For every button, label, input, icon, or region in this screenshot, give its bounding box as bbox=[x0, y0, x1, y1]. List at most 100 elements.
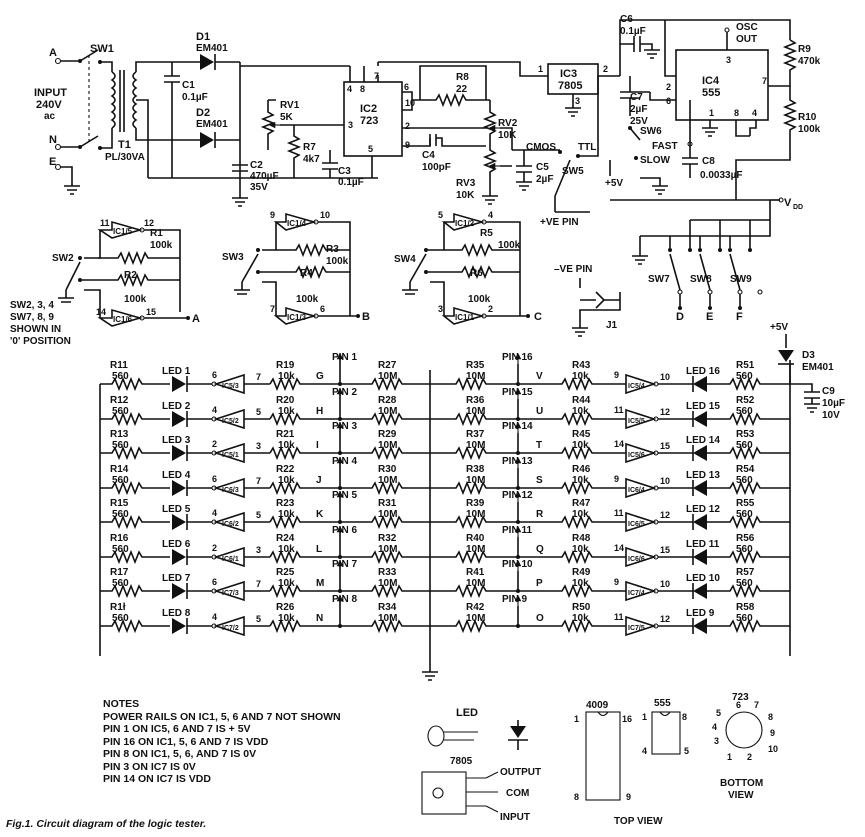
svg-text:7: 7 bbox=[762, 76, 767, 86]
resistor-wire bbox=[100, 514, 170, 530]
pin-number: 12 bbox=[660, 614, 670, 624]
inverter-symbol bbox=[625, 511, 657, 533]
resistor-value: 10M bbox=[466, 371, 485, 382]
ic-label: IC5/6 bbox=[628, 452, 645, 459]
resistor-value: 10k bbox=[278, 613, 295, 624]
resistor-value: 560 bbox=[736, 578, 753, 589]
resistor-label: R11 bbox=[110, 360, 128, 371]
sw2-label: SW2 bbox=[52, 253, 74, 264]
r1-label: R1 bbox=[150, 228, 163, 239]
pin-number: 12 bbox=[660, 407, 670, 417]
ic3-value: 7805 bbox=[558, 80, 582, 92]
svg-text:3: 3 bbox=[726, 55, 731, 65]
resistor-label: R21 bbox=[276, 429, 295, 440]
svg-text:1: 1 bbox=[642, 712, 647, 722]
resistor-wire bbox=[430, 445, 518, 461]
pin-number: 5 bbox=[256, 614, 261, 624]
ic1-5-label: IC1/5 bbox=[113, 227, 133, 236]
svg-text:5: 5 bbox=[438, 210, 443, 220]
r6-label: R6 bbox=[470, 268, 483, 279]
d3-label: D3 bbox=[802, 350, 815, 361]
junction bbox=[338, 624, 342, 628]
resistor-label: R34 bbox=[378, 602, 397, 613]
inverter-symbol bbox=[213, 546, 270, 568]
r4-label: R4 bbox=[300, 268, 313, 279]
svg-text:1: 1 bbox=[727, 752, 732, 762]
svg-text:16: 16 bbox=[622, 714, 632, 724]
sw5-label: SW5 bbox=[562, 166, 584, 177]
resistor-wire bbox=[430, 480, 518, 496]
r5-label: R5 bbox=[480, 228, 493, 239]
led-label: LED 15 bbox=[686, 401, 720, 412]
led-symbol bbox=[172, 618, 186, 634]
resistor-label: R37 bbox=[466, 429, 485, 440]
bottom-label: BOTTOM bbox=[720, 778, 763, 789]
ic1-2-label: IC1/2 bbox=[455, 219, 475, 228]
resistor-value: 10M bbox=[378, 371, 397, 382]
resistor-wire bbox=[518, 549, 626, 565]
r7-label: R7 bbox=[303, 142, 316, 153]
resistor-label: R36 bbox=[466, 395, 485, 406]
pin-number: 7 bbox=[256, 372, 261, 382]
resistor-label: R53 bbox=[736, 429, 755, 440]
sw3-label: SW3 bbox=[222, 252, 244, 263]
sw9-label: SW9 bbox=[730, 274, 752, 285]
ic-label: IC6/2 bbox=[222, 521, 239, 528]
led-wire bbox=[186, 376, 212, 392]
node-label: O bbox=[536, 613, 544, 624]
resistor-label: R58 bbox=[736, 602, 755, 613]
resistor-wire bbox=[707, 480, 790, 496]
pin-label: PIN 10 bbox=[502, 559, 533, 570]
resistor-value: 10M bbox=[378, 475, 397, 486]
neg-ve-pin-label: –VE PIN bbox=[554, 264, 592, 275]
pin-label: PIN 8 bbox=[332, 594, 357, 605]
pin-label: PIN 4 bbox=[332, 456, 357, 467]
c4-value: 100pF bbox=[422, 162, 451, 173]
reg-com-label: COM bbox=[506, 788, 529, 799]
r10-label: R10 bbox=[798, 112, 817, 123]
rv3-label: RV3 bbox=[456, 178, 476, 189]
pin-number: 2 bbox=[212, 543, 217, 553]
node-label: M bbox=[316, 578, 324, 589]
junction bbox=[338, 382, 342, 386]
ic-label: IC7/2 bbox=[222, 625, 239, 632]
c3-value: 0.1µF bbox=[338, 177, 364, 188]
led-wire bbox=[186, 618, 212, 634]
plus5v-top: +5V bbox=[770, 322, 788, 333]
pin-number: 12 bbox=[660, 510, 670, 520]
svg-text:6: 6 bbox=[736, 700, 741, 710]
inverter-symbol bbox=[213, 477, 270, 499]
svg-text:9: 9 bbox=[405, 140, 410, 150]
pin-label: PIN 15 bbox=[502, 387, 533, 398]
inverter-symbol bbox=[625, 546, 657, 568]
resistor-wire bbox=[430, 411, 518, 427]
led-symbol bbox=[172, 376, 186, 392]
resistor-value: 10k bbox=[278, 544, 295, 555]
resistor-wire bbox=[340, 445, 430, 461]
led-symbol bbox=[693, 618, 707, 634]
pin-number: 9 bbox=[614, 577, 619, 587]
resistor-label: R27 bbox=[378, 360, 397, 371]
svg-text:6: 6 bbox=[404, 82, 409, 92]
pin-number: 7 bbox=[256, 579, 261, 589]
c4-label: C4 bbox=[422, 150, 435, 161]
inverter-symbol bbox=[213, 408, 270, 430]
d2-value: EM401 bbox=[196, 119, 228, 130]
out-c-label: C bbox=[534, 311, 542, 323]
resistor-value: 560 bbox=[736, 440, 753, 451]
resistor-value: 560 bbox=[736, 544, 753, 555]
resistor-label: R49 bbox=[572, 567, 591, 578]
resistor-label: R16 bbox=[110, 533, 129, 544]
ic-label: IC5/1 bbox=[222, 452, 239, 459]
led-wire bbox=[186, 445, 212, 461]
c9-label: C9 bbox=[822, 386, 835, 397]
slow-label: SLOW bbox=[640, 155, 671, 166]
view-label: VIEW bbox=[728, 790, 754, 801]
led-symbol bbox=[693, 411, 707, 427]
resistor-label: R1ł bbox=[110, 602, 126, 613]
resistor-wire bbox=[340, 411, 430, 427]
resistor-wire bbox=[518, 445, 626, 461]
rv1-value: 5K bbox=[280, 112, 294, 123]
resistor-label: R39 bbox=[466, 498, 485, 509]
